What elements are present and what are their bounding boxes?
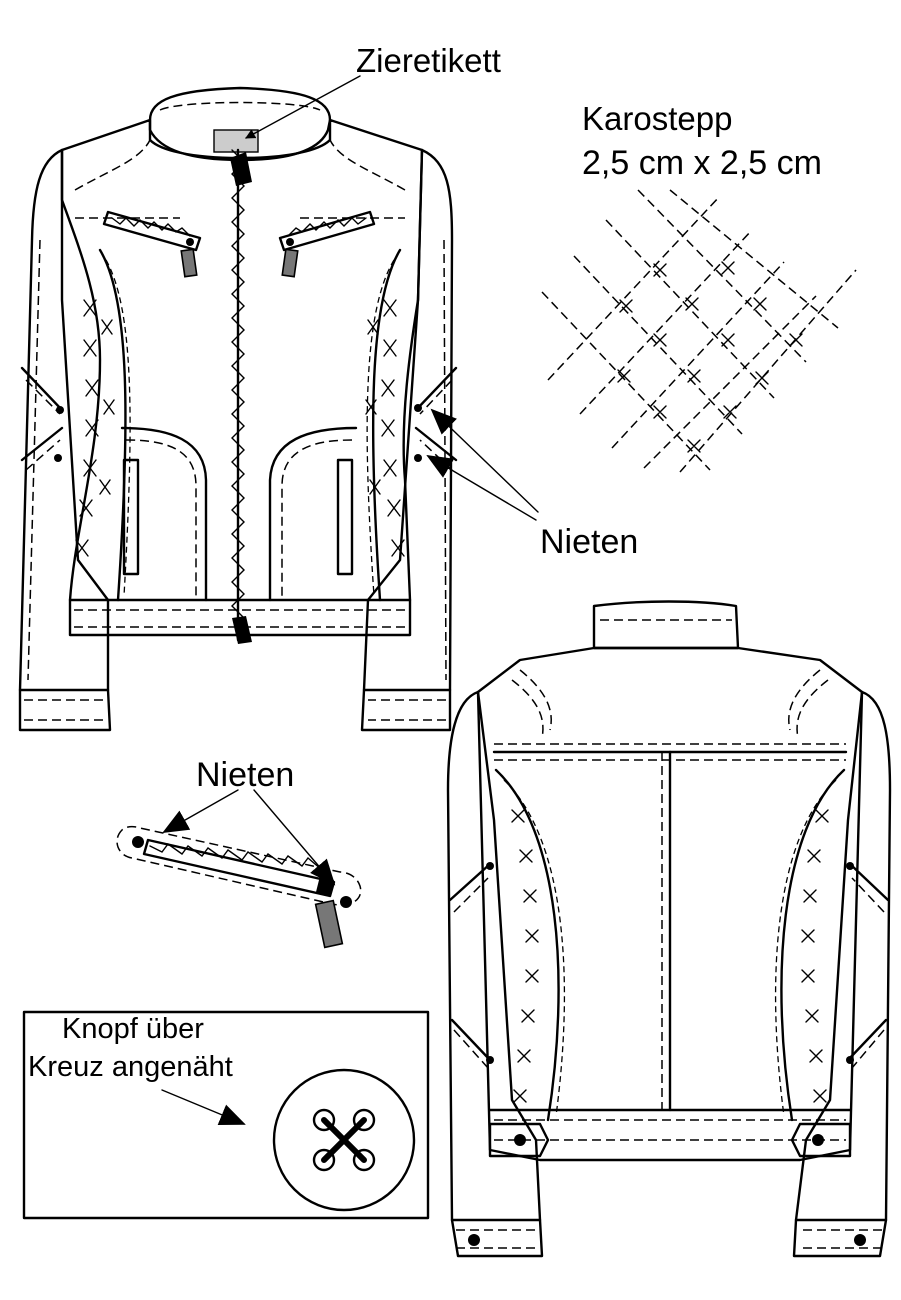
front-right-sleeve — [360, 148, 454, 732]
back-tab-right — [790, 1122, 852, 1158]
nieten-label-sleeve: Nieten — [540, 523, 639, 561]
button-detail-box — [22, 1010, 430, 1220]
nieten-label-detail: Nieten — [196, 756, 295, 794]
front-left-sleeve — [18, 148, 112, 732]
front-jacket-drawing — [18, 86, 458, 732]
chest-pocket-left — [102, 210, 202, 278]
knopf-label-line2: Kreuz angenäht — [28, 1051, 233, 1083]
back-body — [476, 646, 864, 1162]
front-pocket-left — [120, 426, 208, 602]
front-pocket-right — [268, 426, 358, 602]
karostepp-sample — [541, 189, 857, 473]
knopf-label-line1: Knopf über — [62, 1013, 204, 1045]
back-right-sleeve — [792, 690, 892, 1258]
karostepp-label: Karostepp — [582, 100, 733, 137]
back-jacket-drawing — [446, 600, 892, 1258]
back-tab-left — [488, 1122, 550, 1158]
front-collar — [148, 86, 332, 160]
karostepp-dimension-label: 2,5 cm x 2,5 cm — [582, 144, 822, 182]
rivet-detail — [116, 789, 362, 949]
zieretikett-tag — [213, 129, 259, 153]
back-left-sleeve — [446, 690, 544, 1258]
zieretikett-label: Zieretikett — [356, 42, 501, 79]
back-collar — [592, 600, 740, 650]
chest-pocket-right — [278, 210, 376, 278]
